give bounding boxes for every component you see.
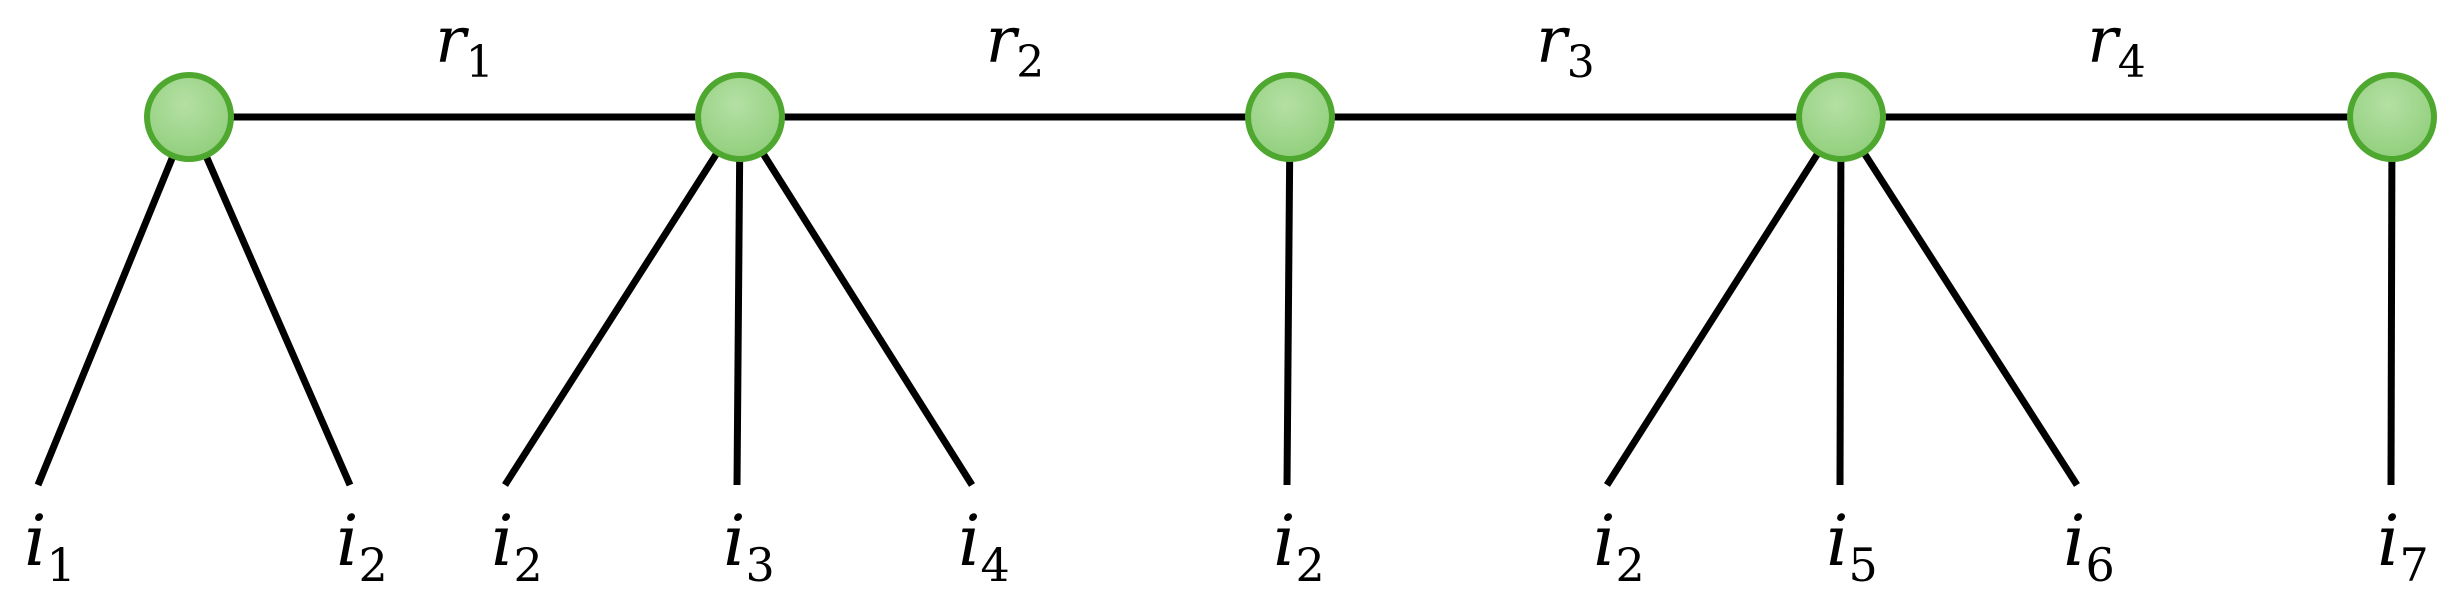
relation-label: r4 xyxy=(2087,4,2146,88)
item-edge xyxy=(201,152,354,487)
item-label: i7 xyxy=(2377,500,2429,592)
item-label: i2 xyxy=(1593,500,1645,592)
entity-node xyxy=(144,72,234,162)
item-edge xyxy=(1836,156,1845,486)
item-edge xyxy=(34,152,178,487)
relation-label: r1 xyxy=(435,4,494,88)
entity-node xyxy=(2347,72,2437,162)
item-label: i5 xyxy=(1826,500,1878,592)
item-label: i1 xyxy=(24,500,76,592)
item-edge xyxy=(502,148,722,487)
item-label: i2 xyxy=(491,500,543,592)
item-edge xyxy=(1859,148,2080,487)
item-label: i4 xyxy=(958,500,1010,592)
item-label: i2 xyxy=(1273,500,1325,592)
item-edge xyxy=(733,156,744,486)
item-edge xyxy=(1283,156,1294,486)
entity-node xyxy=(1245,72,1335,162)
item-label: i2 xyxy=(336,500,388,592)
item-edge xyxy=(758,148,975,487)
item-label: i6 xyxy=(2063,500,2115,592)
item-label: i3 xyxy=(723,500,775,592)
entity-node xyxy=(695,72,785,162)
entity-node xyxy=(1796,72,1886,162)
item-edge xyxy=(1604,148,1823,487)
relation-label: r3 xyxy=(1536,4,1595,88)
relation-label: r2 xyxy=(986,4,1045,88)
item-edge xyxy=(2387,156,2396,486)
